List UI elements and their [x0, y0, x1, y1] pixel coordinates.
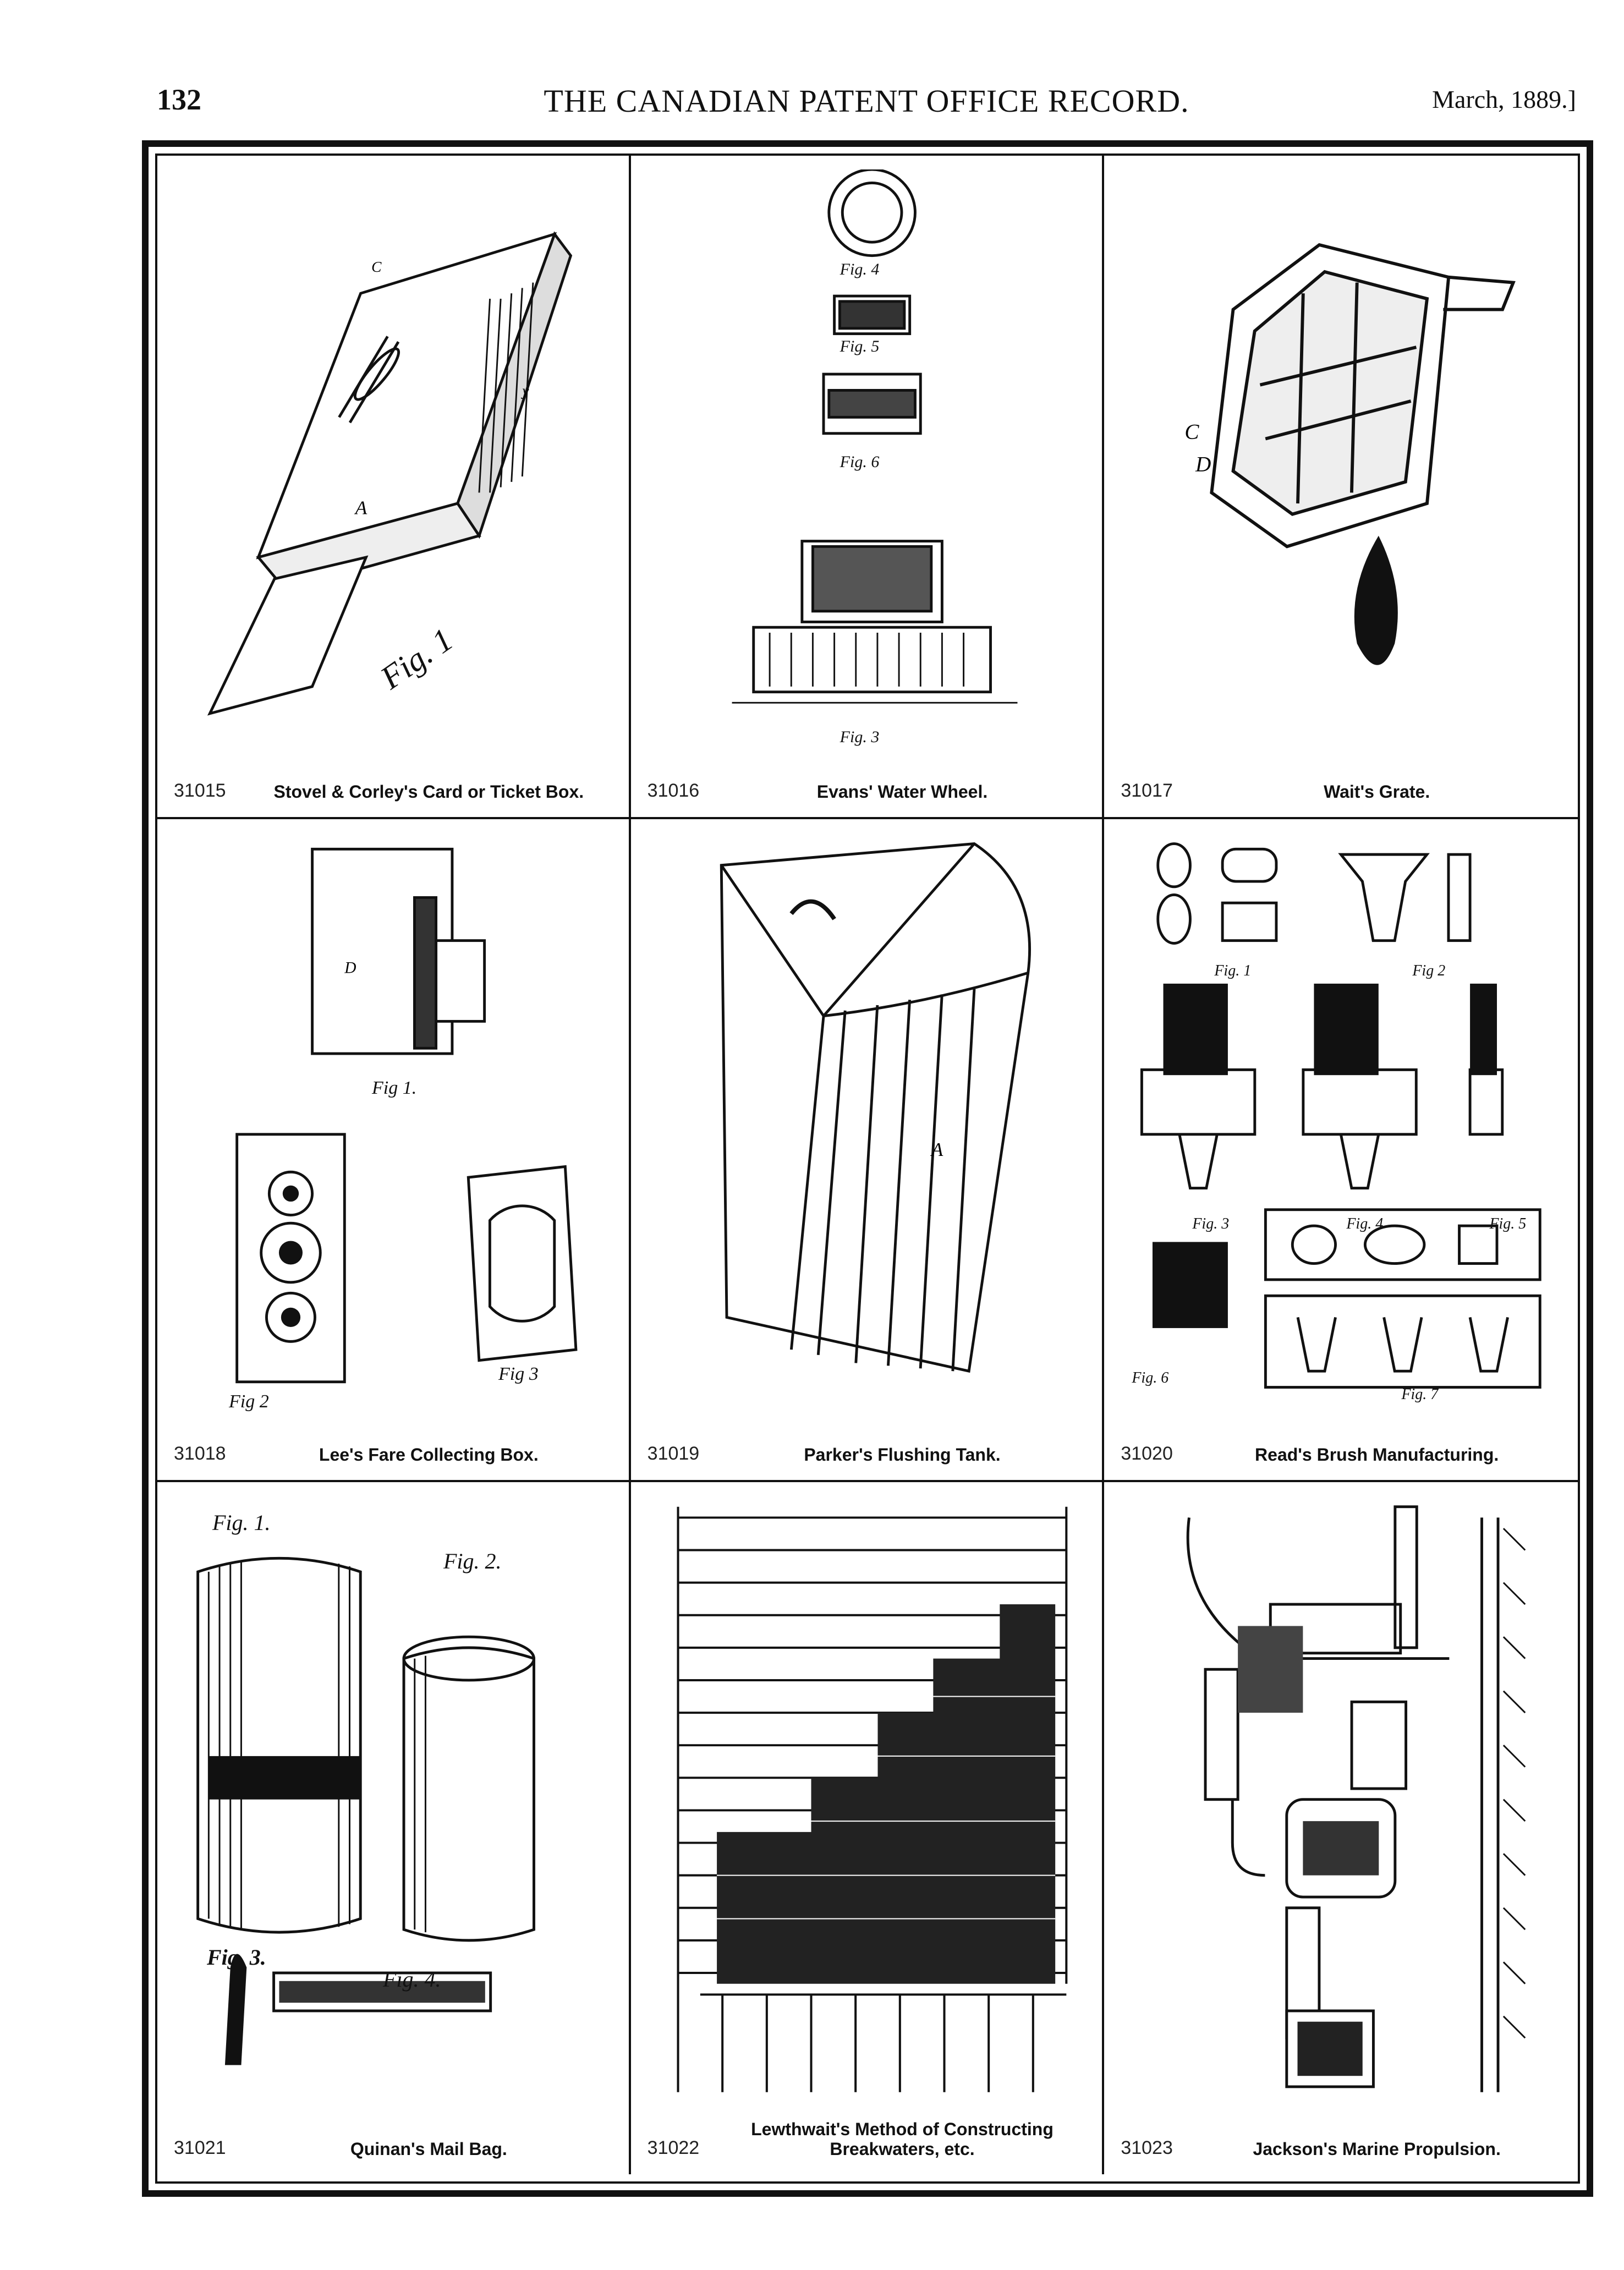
patent-title: Stovel & Corley's Card or Ticket Box. [273, 782, 584, 802]
patent-number: 31019 [647, 1443, 700, 1464]
figure-label: Fig. 5 [840, 337, 880, 355]
patent-plate-frame: A C y 31015 Stovel & Corley's Card or Ti… [142, 140, 1593, 2197]
breakwater-drawing [645, 1496, 1089, 2119]
figure-label: Fig. 2. [443, 1549, 502, 1573]
figure-label: Fig. 4 [840, 260, 880, 278]
patent-cell-flushing-tank: A 31019 Parker's Flushing Tank. [630, 819, 1105, 1482]
issue-date: March, 1889.] [1432, 85, 1576, 113]
patent-caption: 31023 Jackson's Marine Propulsion. [1121, 2126, 1567, 2159]
patent-cell-grate: C D 31017 Wait's Grate. [1104, 156, 1578, 819]
figure-label: Fig. 6 [1132, 1369, 1169, 1386]
patent-caption: 31019 Parker's Flushing Tank. [648, 1432, 1091, 1465]
svg-text:C: C [1185, 420, 1200, 444]
journal-title: THE CANADIAN PATENT OFFICE RECORD. [544, 83, 1189, 119]
page-header: 132 THE CANADIAN PATENT OFFICE RECORD. M… [157, 77, 1576, 127]
water-wheel-drawing [645, 169, 1089, 762]
patent-number: 31017 [1121, 780, 1173, 801]
patent-title: Evans' Water Wheel. [816, 782, 988, 802]
patent-number: 31022 [647, 2137, 700, 2158]
patent-title: Quinan's Mail Bag. [350, 2139, 507, 2159]
figure-label: Fig. 3 [840, 728, 880, 746]
fare-box-drawing: D [171, 833, 615, 1425]
patent-number: 31015 [174, 780, 226, 801]
card-ticket-box-drawing: A C y [171, 169, 615, 762]
figure-label: Fig. 6 [840, 453, 880, 471]
figure-label: Fig. 1. [212, 1510, 271, 1535]
patent-plate-grid: A C y 31015 Stovel & Corley's Card or Ti… [155, 153, 1580, 2184]
patent-title: Lee's Fare Collecting Box. [319, 1445, 539, 1465]
patent-title: Parker's Flushing Tank. [804, 1445, 1001, 1465]
patent-cell-breakwaters: 31022 Lewthwait's Method of Constructing… [631, 1482, 1105, 2174]
brush-manufacturing-drawing [1118, 833, 1564, 1425]
patent-caption: 31016 Evans' Water Wheel. [648, 769, 1091, 802]
patent-caption: 31017 Wait's Grate. [1121, 769, 1567, 802]
patent-cell-marine-propulsion: 31023 Jackson's Marine Propulsion. [1104, 1482, 1578, 2174]
flushing-tank-drawing: A [645, 833, 1089, 1425]
patent-number: 31018 [174, 1443, 226, 1464]
figure-label: Fig 1. [372, 1078, 417, 1098]
patent-caption: 31020 Read's Brush Manufacturing. [1121, 1432, 1567, 1465]
figure-label: Fig 3 [498, 1364, 539, 1384]
marine-propulsion-drawing [1118, 1496, 1564, 2119]
svg-text:A: A [354, 497, 367, 519]
patent-number: 31016 [647, 780, 700, 801]
patent-caption: 31015 Stovel & Corley's Card or Ticket B… [174, 769, 618, 802]
patent-caption: 31021 Quinan's Mail Bag. [174, 2126, 618, 2159]
patent-caption: 31018 Lee's Fare Collecting Box. [174, 1432, 618, 1465]
patent-cell-brush-manufacturing: Fig. 1 Fig 2 Fig. 3 Fig. 4 Fig. 5 Fig. 6… [1104, 819, 1578, 1482]
patent-title: Lewthwait's Method of Constructing Break… [751, 2119, 1054, 2159]
figure-label: Fig. 4 [1346, 1215, 1384, 1232]
figure-label: Fig 2 [1412, 962, 1446, 979]
figure-label: Fig. 3 [1192, 1215, 1230, 1232]
patent-cell-water-wheel: Fig. 4 Fig. 5 Fig. 6 Fig. 3 31016 Evans'… [630, 156, 1105, 819]
figure-label: Fig. 4. [383, 1967, 441, 1992]
patent-title: Wait's Grate. [1324, 782, 1430, 802]
svg-text:A: A [930, 1139, 943, 1160]
patent-cell-mail-bag: Fig. 1. Fig. 2. Fig. 3. Fig. 4. 31021 Qu… [157, 1482, 631, 2174]
patent-title: Read's Brush Manufacturing. [1255, 1445, 1499, 1465]
figure-label: Fig. 3. [207, 1945, 266, 1970]
patent-cell-card-ticket-box: A C y 31015 Stovel & Corley's Card or Ti… [157, 156, 631, 819]
svg-text:D: D [1195, 452, 1211, 476]
patent-title: Jackson's Marine Propulsion. [1253, 2139, 1501, 2159]
svg-text:y: y [520, 382, 529, 399]
grate-drawing: C D [1118, 169, 1564, 762]
svg-text:C: C [371, 259, 382, 275]
figure-label: Fig 2 [229, 1391, 269, 1412]
figure-label: Fig. 1 [1214, 962, 1252, 979]
figure-label: Fig. 7 [1401, 1386, 1439, 1403]
patent-number: 31020 [1121, 1443, 1173, 1464]
patent-number: 31021 [174, 2137, 226, 2158]
page-number: 132 [157, 83, 201, 116]
mail-bag-drawing [171, 1496, 615, 2119]
svg-text:D: D [344, 959, 356, 977]
patent-caption: 31022 Lewthwait's Method of Constructing… [648, 2109, 1091, 2159]
figure-label: Fig. 5 [1489, 1215, 1527, 1232]
patent-number: 31023 [1121, 2137, 1173, 2158]
patent-cell-fare-collecting-box: D Fig 1. Fig 2 Fig 3 31018 Lee's Fare Co… [157, 819, 631, 1482]
